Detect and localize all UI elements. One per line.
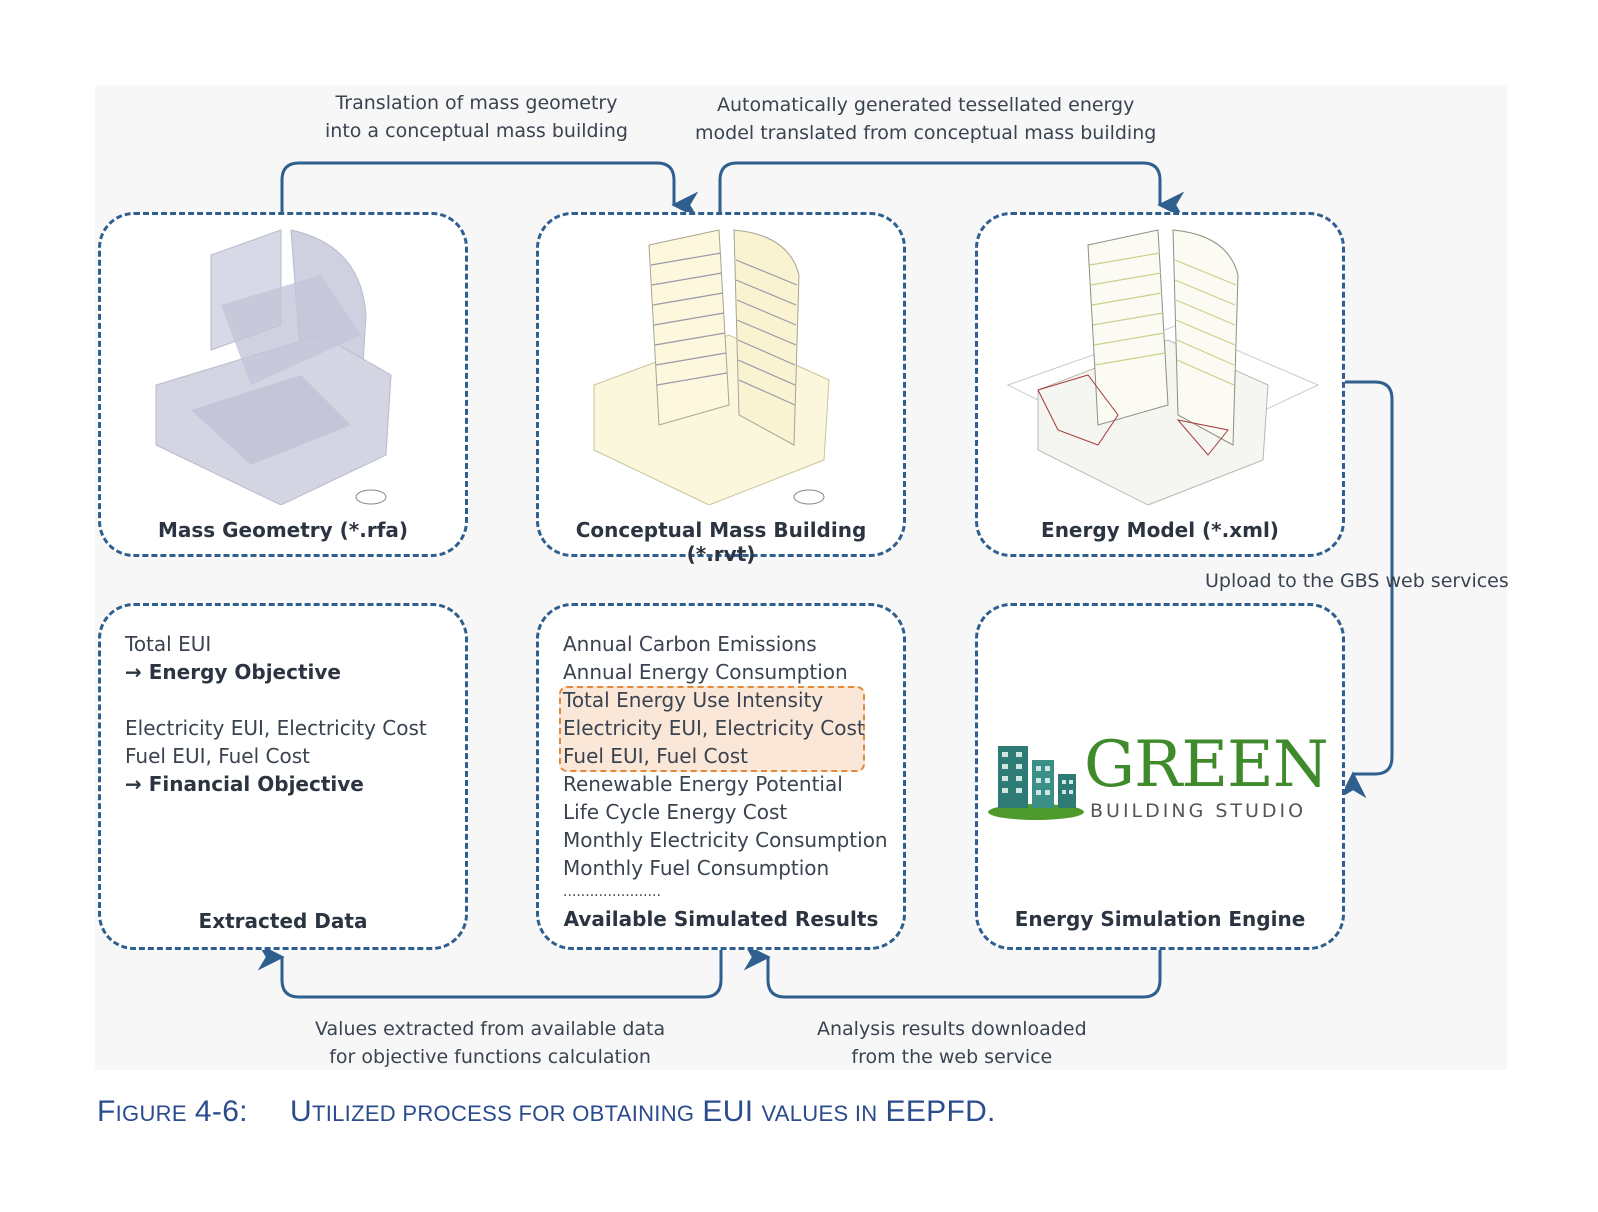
extracted-electricity: Electricity EUI, Electricity Cost	[125, 716, 427, 740]
extracted-total-eui: Total EUI	[125, 632, 212, 656]
simulated-results-list: Annual Carbon Emissions Annual Energy Co…	[563, 630, 888, 902]
extracted-fuel: Fuel EUI, Fuel Cost	[125, 744, 310, 768]
simulated-results-title: Available Simulated Results	[563, 907, 879, 931]
arrow-engine-to-results	[743, 943, 1162, 999]
box-extracted-data: Total EUI → Energy Objective Electricity…	[98, 603, 468, 950]
simulation-engine-title: Energy Simulation Engine	[1014, 907, 1306, 931]
buildings-icon	[988, 746, 1084, 820]
arrow-energy-to-engine	[1339, 380, 1394, 799]
mass-geometry-title: Mass Geometry (*.rfa)	[157, 518, 409, 542]
result-item: Monthly Fuel Consumption	[563, 856, 830, 880]
result-item: Fuel EUI, Fuel Cost	[563, 744, 748, 768]
box-conceptual-mass: Conceptual Mass Building (*.rvt)	[536, 212, 906, 566]
result-item: Renewable Energy Potential	[563, 772, 843, 796]
highlighted-results	[559, 686, 865, 772]
box-mass-geometry: Mass Geometry (*.rfa)	[98, 212, 468, 557]
figure-caption: FIGURE 4-6: UTILIZED PROCESS FOR OBTAINI…	[97, 1095, 996, 1128]
logo-subtitle: BUILDING STUDIO	[1090, 800, 1307, 822]
result-item: Annual Energy Consumption	[563, 660, 848, 684]
arrow-conceptual-to-energy	[718, 161, 1185, 219]
conceptual-mass-title: Conceptual Mass Building (*.rvt)	[575, 518, 867, 566]
box-simulated-results: Annual Carbon Emissions Annual Energy Co…	[536, 603, 906, 950]
energy-objective: → Energy Objective	[125, 660, 341, 684]
result-item: Total Energy Use Intensity	[563, 688, 824, 712]
box-simulation-engine: GREEN BUILDING STUDIO Energy Simulation …	[975, 603, 1345, 950]
extracted-data-content: Total EUI → Energy Objective Electricity…	[125, 630, 427, 798]
financial-objective: → Financial Objective	[125, 772, 364, 796]
arrow-right-icon: →	[125, 772, 149, 796]
result-item: Life Cycle Energy Cost	[563, 800, 788, 824]
arrow-right-icon: →	[125, 660, 149, 684]
result-item: Monthly Electricity Consumption	[563, 828, 888, 852]
energy-model-illustration	[1006, 229, 1320, 505]
results-ellipsis: ......................	[563, 884, 661, 900]
arrow-results-to-extracted	[257, 943, 723, 999]
arrow-mass-to-conceptual	[280, 161, 699, 219]
result-item: Annual Carbon Emissions	[563, 632, 817, 656]
flow-label-tessellated: Automatically generated tessellated ener…	[695, 94, 1157, 144]
energy-model-title: Energy Model (*.xml)	[1041, 518, 1279, 542]
box-energy-model: Energy Model (*.xml)	[975, 212, 1345, 557]
conceptual-mass-illustration	[593, 229, 830, 505]
extracted-data-title: Extracted Data	[198, 909, 368, 933]
green-building-studio-logo: GREEN BUILDING STUDIO	[986, 728, 1336, 834]
result-item: Electricity EUI, Electricity Cost	[563, 716, 865, 740]
mass-geometry-illustration	[155, 229, 392, 505]
logo-word: GREEN	[1084, 728, 1329, 802]
flow-arrows	[257, 161, 1394, 999]
flow-label-upload: Upload to the GBS web services	[1205, 570, 1509, 592]
